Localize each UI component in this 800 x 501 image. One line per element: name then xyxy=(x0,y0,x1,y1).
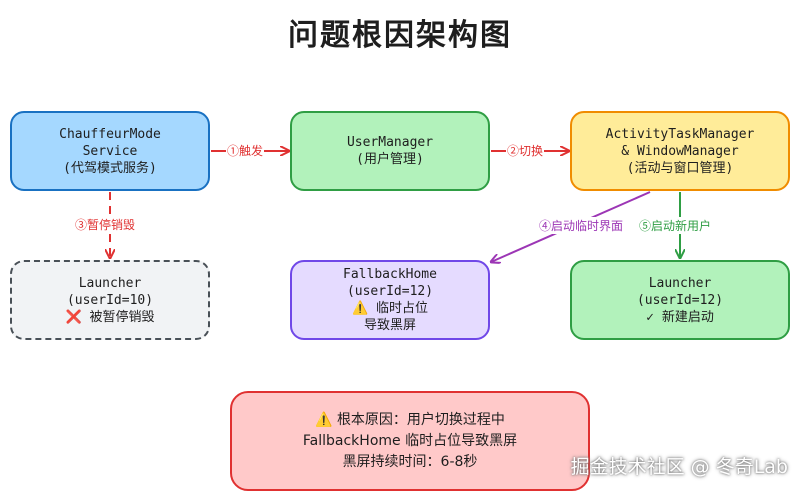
node-launcher-user10: Launcher (userId=10) ❌ 被暂停销毁 xyxy=(10,260,210,340)
node-chauffeur-name-1: ChauffeurMode xyxy=(59,126,161,142)
node-chauffeur-service: ChauffeurMode Service (代驾模式服务) xyxy=(10,111,210,191)
edge-label-switch: ②切换 xyxy=(506,142,545,159)
node-atm-name-2: & WindowManager xyxy=(621,143,739,159)
node-fallback-note-row: ⚠️ 临时占位 xyxy=(352,300,428,317)
node-activity-task-manager: ActivityTaskManager & WindowManager (活动与… xyxy=(570,111,790,191)
node-launcher10-status-row: ❌ 被暂停销毁 xyxy=(65,309,154,326)
node-atm-desc: (活动与窗口管理) xyxy=(626,160,734,176)
node-usermanager-name: UserManager xyxy=(346,135,434,150)
warning-icon: ⚠️ xyxy=(351,301,369,316)
node-launcher12-name: Launcher xyxy=(648,275,712,291)
cross-icon: ❌ xyxy=(65,309,82,325)
warning-icon: ⚠️ xyxy=(315,411,333,428)
node-launcher12-status: ✓ 新建启动 xyxy=(646,309,714,325)
root-cause-line-1: 根本原因：用户切换过程中 xyxy=(336,411,505,428)
node-fallback-note: 临时占位 xyxy=(376,301,429,316)
node-chauffeur-desc: (代驾模式服务) xyxy=(63,160,157,176)
node-launcher12-userid: (userId=12) xyxy=(636,292,724,308)
edge-label-pause-destroy: ③暂停销毁 xyxy=(74,216,137,233)
node-launcher10-name: Launcher xyxy=(78,275,142,291)
root-cause-line-2: FallbackHome 临时占位导致黑屏 xyxy=(302,432,518,449)
node-launcher10-userid: (userId=10) xyxy=(66,292,154,308)
node-launcher-user12: Launcher (userId=12) ✓ 新建启动 xyxy=(570,260,790,340)
node-fallback-effect: 导致黑屏 xyxy=(363,318,416,333)
node-user-manager: UserManager (用户管理) xyxy=(290,111,490,191)
edge-label-start-new-user: ⑤启动新用户 xyxy=(638,217,713,234)
node-fallback-userid: (userId=12) xyxy=(346,284,434,299)
node-atm-name-1: ActivityTaskManager xyxy=(605,126,755,142)
node-fallback-name: FallbackHome xyxy=(343,267,437,282)
root-cause-line-3: 黑屏持续时间：6-8秒 xyxy=(342,453,478,470)
node-usermanager-desc: (用户管理) xyxy=(356,152,424,167)
root-cause-line-1-row: ⚠️ 根本原因：用户切换过程中 xyxy=(315,410,505,431)
watermark: 掘金技术社区 @ 冬奇Lab xyxy=(570,456,788,478)
root-cause-box: ⚠️ 根本原因：用户切换过程中 FallbackHome 临时占位导致黑屏 黑屏… xyxy=(230,391,590,491)
edge-label-start-fallback: ④启动临时界面 xyxy=(538,217,625,234)
node-launcher10-status: 被暂停销毁 xyxy=(89,309,155,325)
node-fallback-home: FallbackHome (userId=12) ⚠️ 临时占位 导致黑屏 xyxy=(290,260,490,340)
node-chauffeur-name-2: Service xyxy=(82,143,138,159)
edge-label-trigger: ①触发 xyxy=(226,142,265,159)
diagram-title: 问题根因架构图 xyxy=(288,18,512,53)
